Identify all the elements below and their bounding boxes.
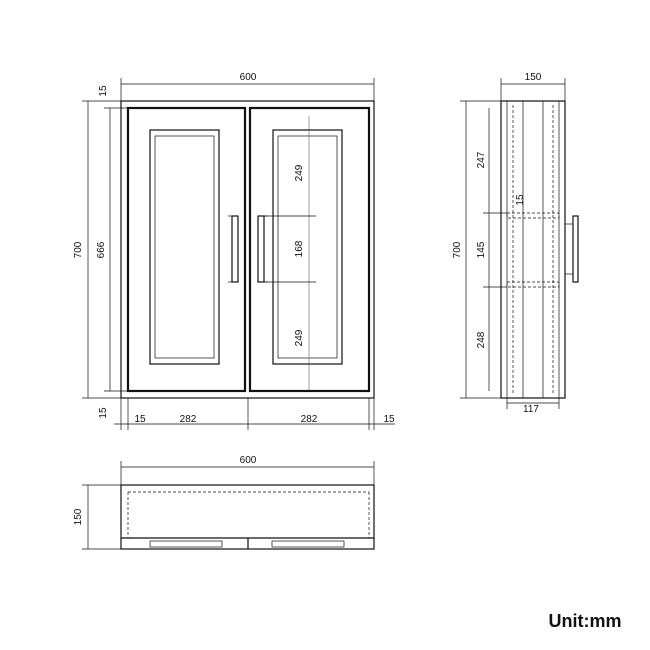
side-shelf-upper-label: 247 <box>476 151 487 168</box>
side-view <box>500 100 579 399</box>
front-width-label: 600 <box>240 72 257 83</box>
left-door <box>126 106 247 393</box>
plan-depth-label: 150 <box>73 508 84 525</box>
front-carcass-outline <box>120 100 375 399</box>
side-carcass-outline <box>500 100 566 399</box>
side-shelf-mid-label: 145 <box>476 241 487 258</box>
front-dimensions: 600 700 666 15 15 15 282 282 15 249 168 … <box>73 72 395 430</box>
door-panel-upper-label: 249 <box>294 164 305 181</box>
side-depth-label: 150 <box>525 72 542 83</box>
front-inner-height-label: 666 <box>96 241 107 258</box>
left-door-width-label: 282 <box>180 414 197 425</box>
front-side-right-label: 15 <box>383 414 395 425</box>
unit-label: Unit:mm <box>549 611 622 631</box>
plan-right-door-edge <box>271 540 345 548</box>
side-upper-shelf <box>506 212 560 219</box>
left-door-frame-outer <box>149 129 220 365</box>
plan-view <box>120 484 375 550</box>
side-shelf-thickness-label: 15 <box>515 194 526 206</box>
right-door-width-label: 282 <box>301 414 318 425</box>
front-height-label: 700 <box>73 241 84 258</box>
door-handle-zone-label: 168 <box>294 240 305 257</box>
side-dimensions: 150 700 247 145 248 15 117 <box>452 72 566 415</box>
plan-left-door-edge <box>149 540 223 548</box>
left-door-frame-inner <box>154 135 215 359</box>
left-door-handle <box>231 215 239 283</box>
right-door-handle <box>257 215 265 283</box>
plan-width-label: 600 <box>240 455 257 466</box>
side-shelf-lower-label: 248 <box>476 331 487 348</box>
side-height-label: 700 <box>452 241 463 258</box>
side-lower-shelf <box>506 281 560 288</box>
front-top-margin-label: 15 <box>98 85 109 97</box>
right-door <box>248 106 371 393</box>
front-view <box>120 100 375 399</box>
plan-dimensions: 600 150 <box>73 455 375 550</box>
front-side-left-label: 15 <box>134 414 146 425</box>
door-panel-lower-label: 249 <box>294 329 305 346</box>
front-bottom-margin-label: 15 <box>98 407 109 419</box>
side-inner-depth-label: 117 <box>523 404 539 415</box>
right-door-frame-inner <box>277 135 338 359</box>
right-door-frame-outer <box>272 129 343 365</box>
side-handle <box>572 215 579 283</box>
